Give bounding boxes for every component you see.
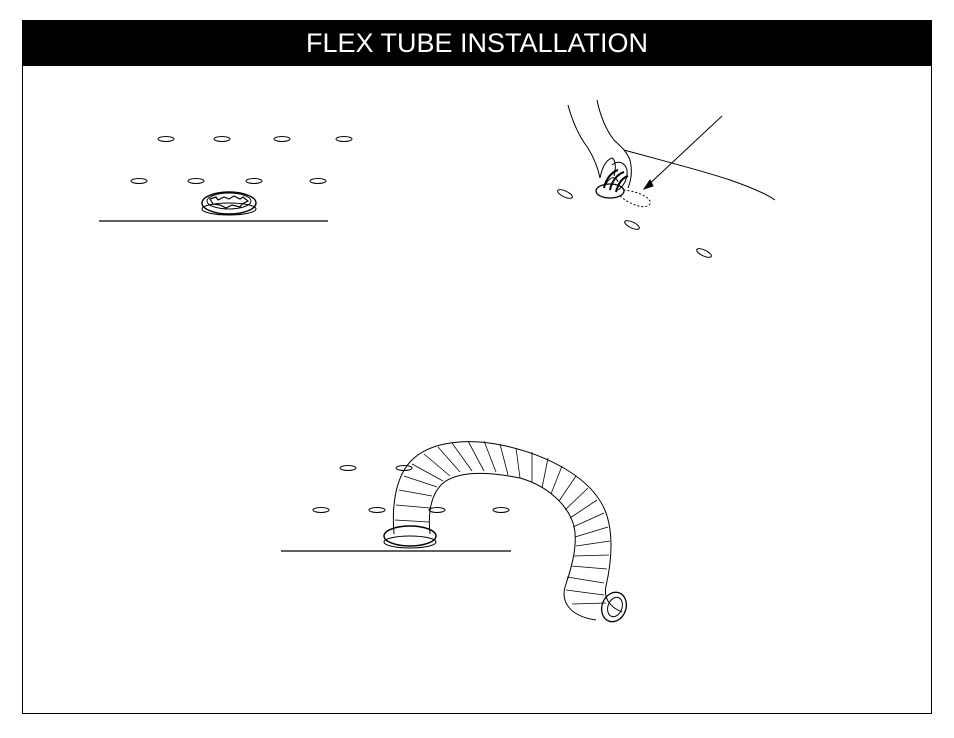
floor-hole (493, 508, 509, 513)
floor-hole (695, 247, 712, 259)
floor-hole (340, 466, 356, 471)
floor-hole (188, 179, 204, 184)
flex-tube-icon (393, 441, 630, 625)
floor-hole (310, 179, 326, 184)
hand-inserting-tube-illustration (556, 100, 775, 259)
floor-hole (131, 179, 147, 184)
floor-hole (336, 137, 352, 142)
floor-hole (369, 508, 385, 513)
floor-edge (624, 150, 775, 200)
hand-icon (568, 100, 631, 190)
floor-hole (313, 508, 329, 513)
flange-on-floor-illustration (99, 137, 352, 222)
floor-hole (556, 188, 573, 200)
floor-hole (246, 179, 262, 184)
flange-icon (202, 192, 256, 215)
floor-hole (214, 137, 230, 142)
tube-end-icon (596, 170, 650, 207)
floor-hole (429, 508, 445, 513)
flex-tube-installed-illustration (281, 441, 630, 625)
flange-icon (384, 526, 436, 548)
floor-hole (274, 137, 290, 142)
floor-hole (158, 137, 174, 142)
floor-hole (623, 219, 640, 231)
arrow-icon (644, 116, 722, 189)
